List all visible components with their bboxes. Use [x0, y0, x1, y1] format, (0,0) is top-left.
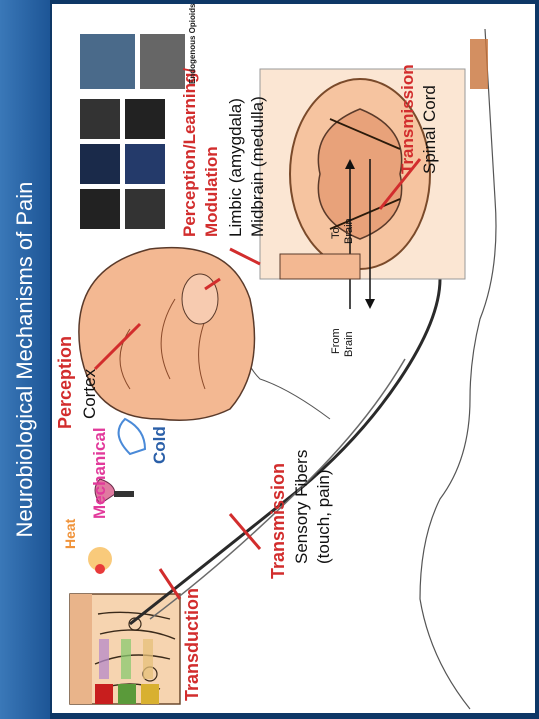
- mechanical-label: Mechanical: [90, 427, 110, 519]
- modulation-label: Modulation: [202, 146, 222, 237]
- from-brain-label-line1: From: [330, 328, 342, 354]
- limbic-label: Limbic (amygdala): [226, 98, 246, 237]
- receptor-thumbnails: [95, 639, 159, 704]
- from-brain-label-line2: Brain: [343, 331, 355, 357]
- cold-receptor-icon: [119, 419, 145, 454]
- sensory-fibers-label: Sensory Fibers: [292, 450, 312, 564]
- cold-label: Cold: [150, 426, 170, 464]
- sensory-fibers-sub-label: (touch, pain): [314, 470, 334, 565]
- transmission-spinal-label: Transmission: [398, 64, 418, 174]
- transduction-label: Transduction: [182, 588, 203, 701]
- neck-outline: [247, 339, 330, 419]
- heat-receptor-icon: [88, 547, 112, 574]
- brain-scan-thumbnails: [80, 34, 185, 229]
- muscle-segment: [470, 39, 488, 89]
- spinal-cord-label: Spinal Cord: [420, 85, 440, 174]
- perception-label: Perception: [55, 336, 76, 429]
- midbrain-label: Midbrain (medulla): [248, 96, 268, 237]
- arrow-midbrain: [230, 249, 260, 264]
- perception-learning-label: Perception/Learning/: [180, 68, 200, 237]
- to-brain-label-line1: To: [330, 227, 342, 239]
- heat-label: Heat: [62, 519, 78, 549]
- cortex-label: Cortex: [80, 369, 100, 419]
- brain-illustration: [79, 248, 360, 421]
- endogenous-opioids-label: Endogenous Opioids: [188, 4, 197, 84]
- to-brain-label-line2: Brain: [343, 218, 355, 244]
- transmission-fibers-label: Transmission: [268, 463, 289, 579]
